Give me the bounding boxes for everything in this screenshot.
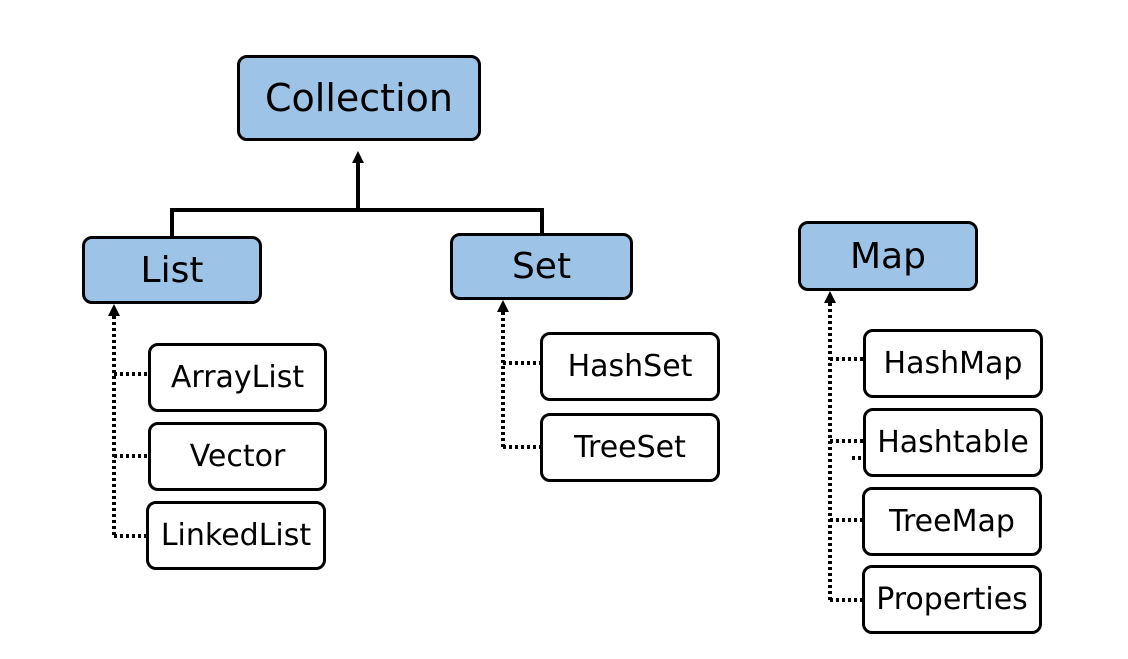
list-node: List	[82, 236, 262, 304]
arraylist-label: ArrayList	[170, 360, 305, 395]
hashmap-label: HashMap	[883, 346, 1023, 381]
map-node: Map	[798, 221, 978, 291]
properties-node: Properties	[862, 565, 1042, 634]
list-set-branch-line	[170, 208, 544, 236]
treeset-node: TreeSet	[540, 413, 720, 482]
collection-label: Collection	[265, 76, 453, 120]
set-impl-connectors	[501, 312, 540, 449]
list-arrow-head	[108, 304, 120, 316]
hashtable-node: Hashtable	[863, 408, 1043, 477]
collection-arrow-head	[352, 151, 364, 163]
map-label: Map	[850, 235, 926, 277]
vector-label: Vector	[189, 439, 286, 474]
hashmap-node: HashMap	[863, 329, 1043, 398]
linkedlist-label: LinkedList	[160, 518, 312, 553]
arraylist-node: ArrayList	[148, 343, 327, 412]
collection-inheritance-connector	[170, 151, 544, 236]
set-arrow-head	[497, 300, 509, 312]
hashset-node: HashSet	[540, 332, 720, 401]
vector-node: Vector	[148, 422, 327, 491]
collection-node: Collection	[237, 55, 481, 141]
set-node: Set	[450, 233, 633, 300]
properties-label: Properties	[876, 582, 1028, 617]
map-arrow-head	[824, 291, 836, 303]
treemap-label: TreeMap	[889, 504, 1015, 539]
hashtable-label: Hashtable	[877, 425, 1029, 460]
treeset-label: TreeSet	[574, 430, 686, 465]
list-impl-connectors	[112, 316, 148, 538]
hashset-label: HashSet	[567, 349, 693, 384]
list-label: List	[140, 249, 204, 291]
linkedlist-node: LinkedList	[146, 501, 326, 570]
treemap-node: TreeMap	[862, 487, 1042, 556]
set-label: Set	[511, 246, 572, 287]
